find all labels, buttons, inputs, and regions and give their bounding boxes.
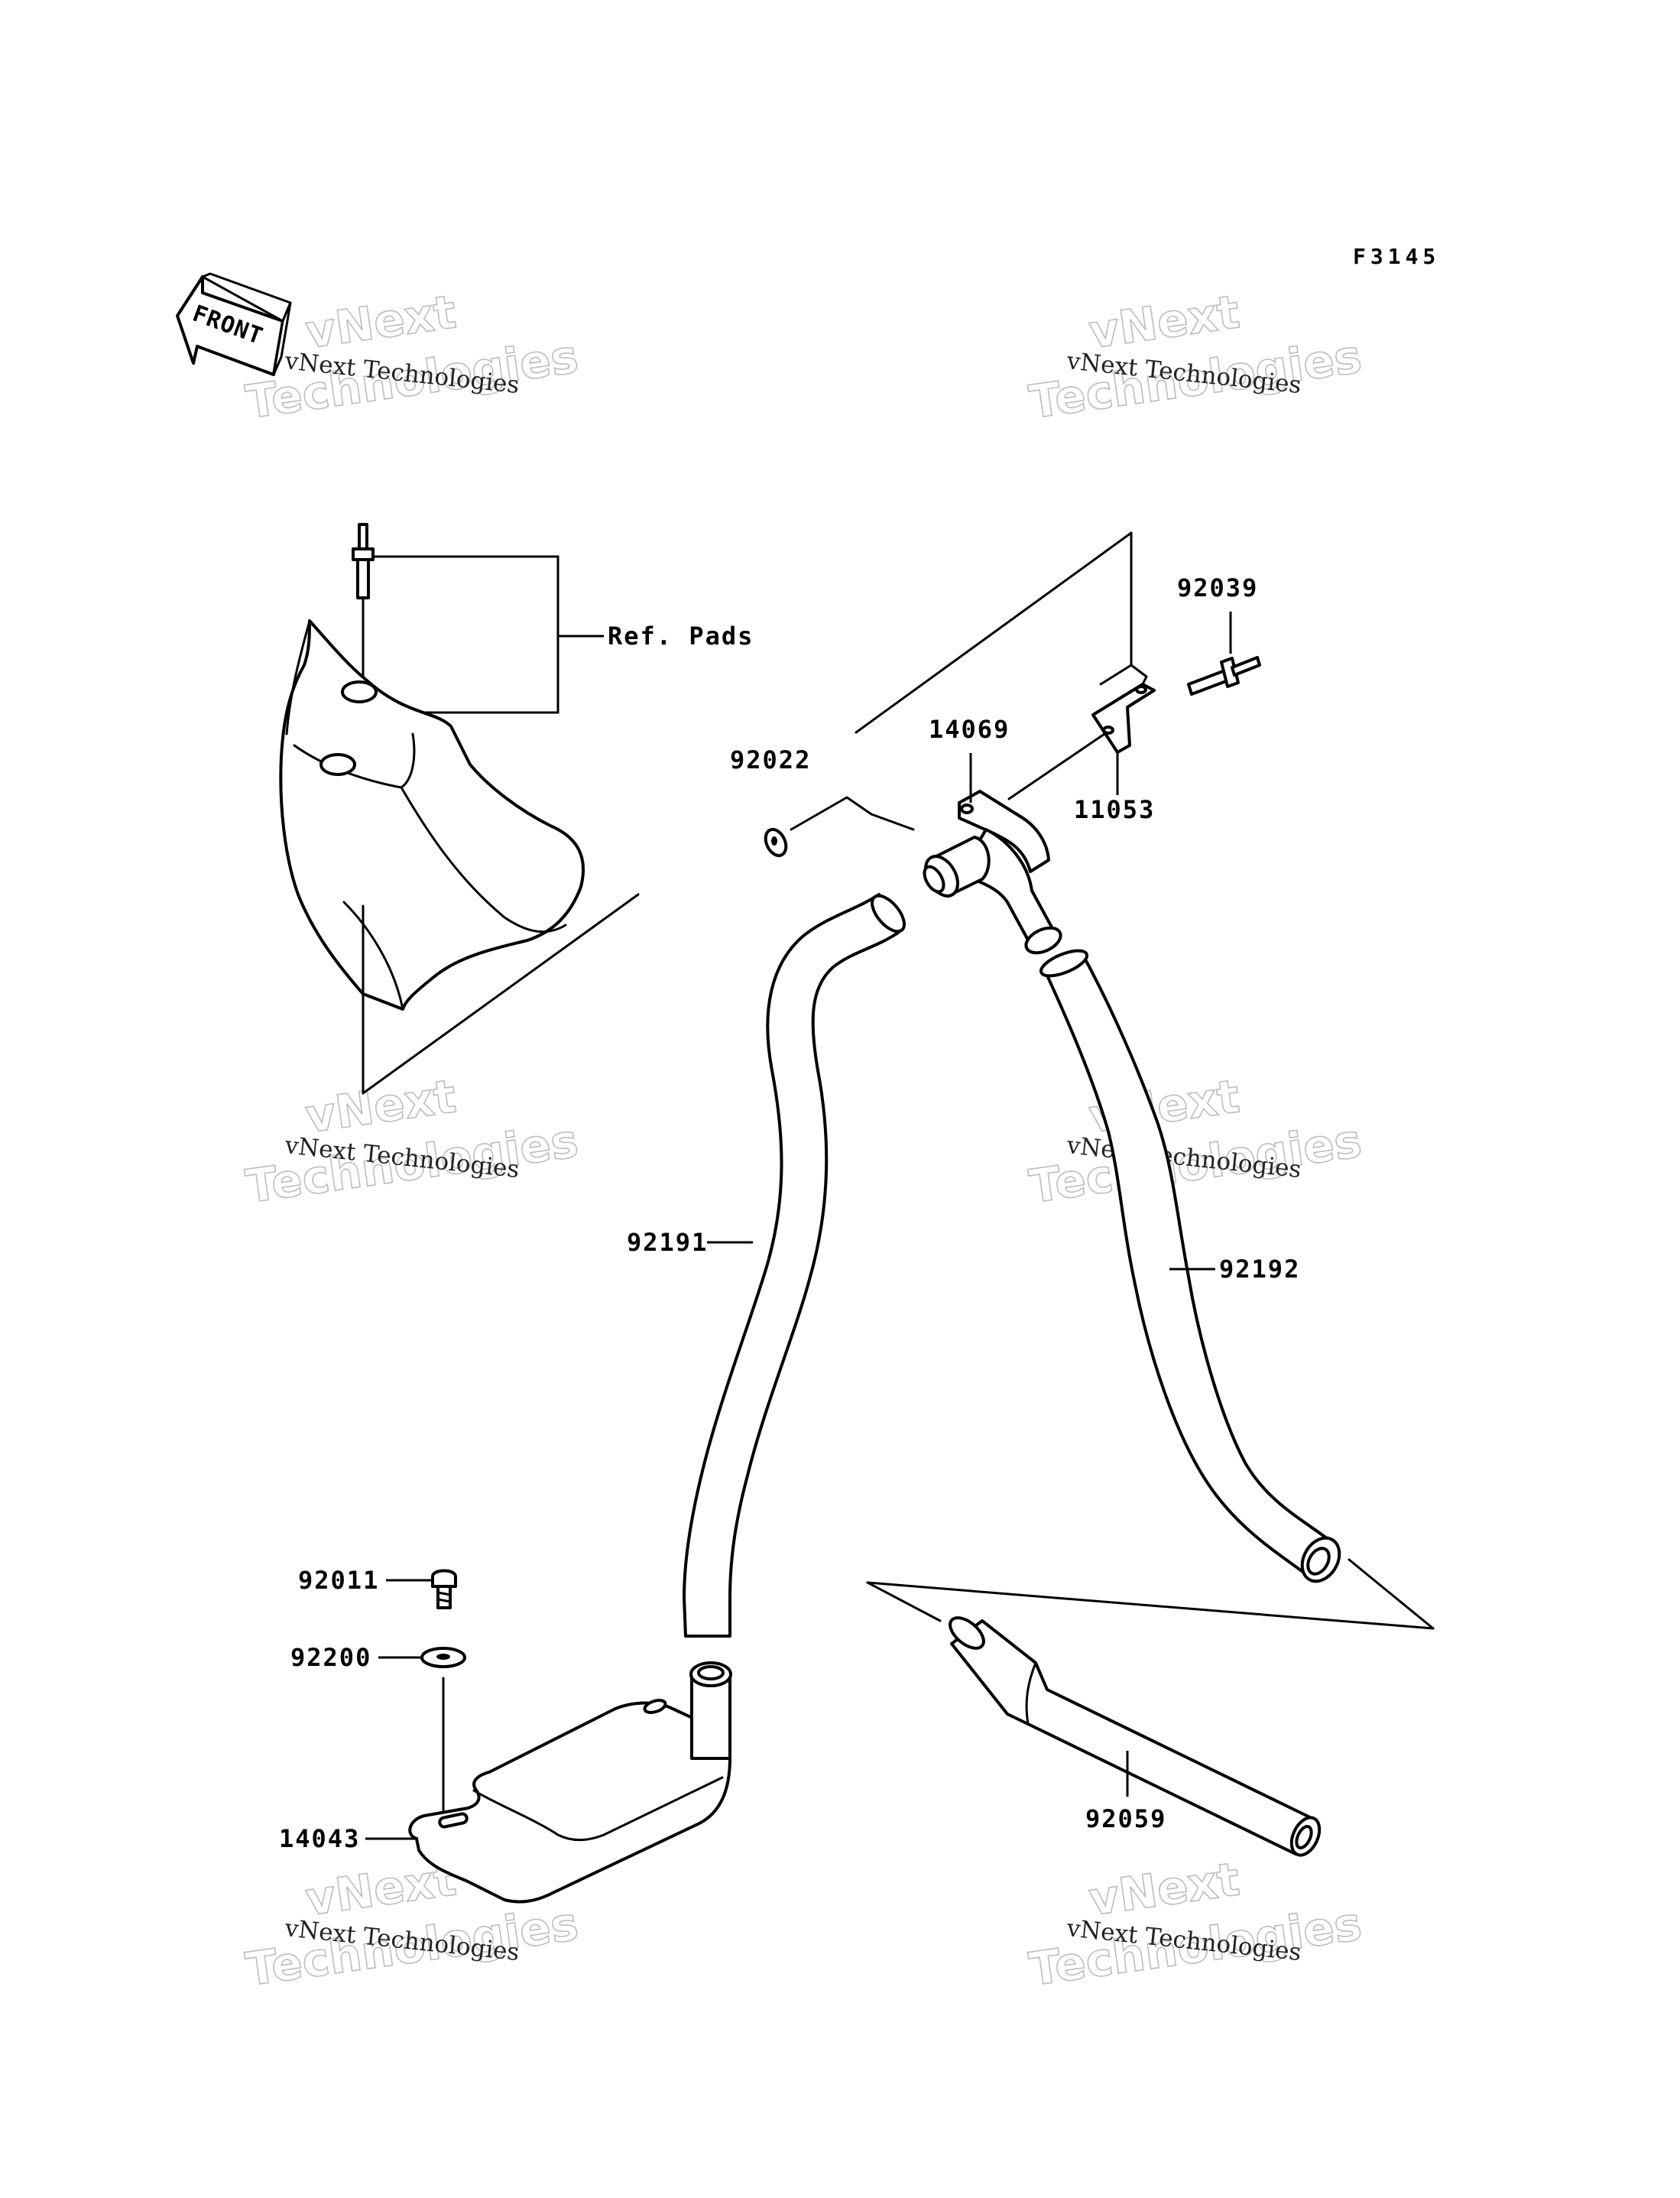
bracket-icon <box>1091 664 1156 754</box>
part-92191: 92191 <box>627 893 906 1638</box>
front-arrow-icon: FRONT <box>176 272 292 376</box>
label-92191: 92191 <box>627 1228 708 1257</box>
pipe-92059-icon <box>949 1616 1322 1857</box>
label-14043: 14043 <box>279 1824 360 1853</box>
part-92059: 92059 <box>949 1616 1322 1857</box>
part-92192: 92192 <box>1039 949 1341 1583</box>
label-92011: 92011 <box>298 1566 379 1595</box>
screw-icon <box>431 1569 457 1609</box>
label-92022: 92022 <box>730 745 811 774</box>
watermark-big-line-1: vNext <box>303 285 459 359</box>
part-92039: 92039 <box>1177 573 1261 696</box>
watermark-big-line-1: vNext <box>1086 1852 1243 1927</box>
diagram-code: F3145 <box>1353 244 1440 269</box>
label-92200: 92200 <box>290 1643 371 1672</box>
ref-pad-pin-icon <box>352 523 375 599</box>
assembly-lines-lower <box>866 1558 1435 1630</box>
part-92022: 92022 <box>730 745 811 858</box>
fairing-part <box>279 619 585 1011</box>
label-14069: 14069 <box>929 715 1010 744</box>
part-92200: 92200 <box>290 1643 466 1821</box>
label-92059: 92059 <box>1085 1804 1166 1833</box>
washer-icon <box>764 827 788 858</box>
label-11053: 11053 <box>1074 795 1155 824</box>
label-92192: 92192 <box>1219 1255 1300 1284</box>
part-92011: 92011 <box>298 1566 457 1609</box>
watermark-big-line-1: vNext <box>1086 285 1243 359</box>
cover-14043-icon <box>408 1661 732 1904</box>
hose-92191-icon <box>683 893 906 1638</box>
label-92039: 92039 <box>1177 573 1258 602</box>
part-11053: 11053 <box>1074 664 1156 824</box>
hose-92192-icon <box>1039 949 1341 1583</box>
part-14043: 14043 <box>279 1661 732 1904</box>
ref-pads-label: Ref. Pads <box>608 622 754 651</box>
part-14069: 14069 <box>923 715 1062 955</box>
elbow-fitting-icon <box>923 790 1062 955</box>
flat-washer-icon <box>420 1647 466 1668</box>
assembly-lines-upper <box>790 531 1133 831</box>
pin-icon <box>1187 656 1261 696</box>
ref-pads-assembly: Ref. Pads <box>279 523 754 1095</box>
